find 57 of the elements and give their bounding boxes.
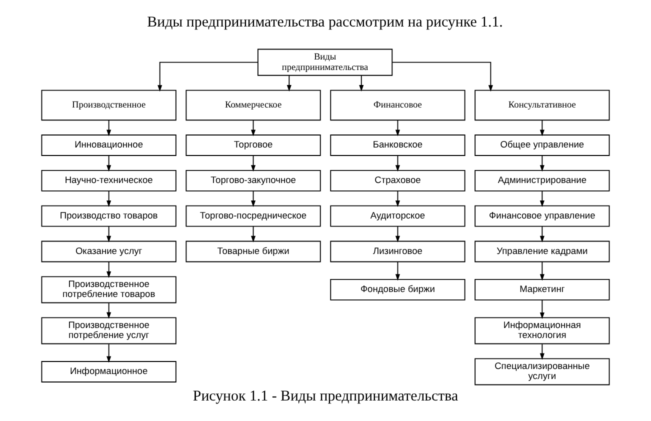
arrow: [395, 155, 400, 172]
arrow: [250, 226, 256, 242]
node-box: Оказание услуг: [41, 240, 176, 262]
node-box: Специализированные услуги: [474, 358, 610, 386]
node-box: Виды предпринимательства: [257, 48, 393, 76]
node-box: Торгово-посредническое: [186, 205, 321, 227]
arrow: [106, 344, 112, 363]
node-box: Инновационное: [41, 134, 176, 156]
arrow: [540, 120, 544, 136]
node-box: Информационная технология: [474, 317, 610, 344]
node-box: Товарные биржи: [186, 240, 321, 262]
node-box: Финансовое: [330, 90, 466, 121]
node-box: Фондовые биржи: [330, 279, 466, 300]
caption: Рисунок 1.1 - Виды предпринимательства: [192, 388, 458, 404]
node-box: Лизинговое: [330, 240, 466, 262]
node-box: Управление кадрами: [474, 240, 610, 262]
arrow: [106, 261, 112, 278]
node-box: Аудиторское: [330, 205, 466, 227]
arrow: [106, 155, 112, 172]
node-box: Производственное: [41, 90, 176, 121]
arrow: [540, 226, 544, 242]
arrow: [250, 120, 256, 136]
node-box: Администрирование: [474, 170, 610, 192]
arrow: [158, 62, 258, 92]
arrow: [106, 190, 112, 208]
arrow: [540, 155, 544, 172]
arrow: [395, 226, 400, 242]
arrow: [106, 120, 112, 136]
node-box: Финансовое управление: [474, 205, 610, 227]
arrow: [106, 302, 112, 319]
arrow: [395, 261, 400, 281]
arrow: [359, 74, 364, 92]
node-box: Коммерческое: [186, 90, 321, 121]
arrow: [250, 155, 256, 172]
diagram-title: Виды предпринимательства рассмотрим на рисунке 1.1.: [147, 14, 503, 31]
node-box: Научно-техническое: [41, 170, 176, 192]
arrow: [540, 344, 544, 360]
node-box: Производственное потребление услуг: [41, 317, 176, 344]
arrow: [540, 261, 544, 281]
node-box: Банковское: [330, 134, 466, 156]
node-box: Маркетинг: [474, 279, 610, 300]
node-box: Производство товаров: [41, 205, 176, 227]
arrow: [540, 190, 544, 208]
node-box: Торгово-закупочное: [186, 170, 321, 192]
node-box: Страховое: [330, 170, 466, 192]
node-box: Производственное потребление товаров: [41, 276, 176, 304]
arrow: [250, 190, 256, 208]
arrow: [392, 62, 493, 92]
node-box: Общее управление: [474, 134, 610, 156]
arrow: [395, 120, 400, 136]
node-box: Торговое: [186, 134, 321, 156]
node-box: Консультативное: [474, 90, 610, 121]
node-box: Информационное: [41, 361, 176, 382]
arrow: [540, 300, 544, 319]
arrow: [106, 226, 112, 242]
arrow: [395, 190, 400, 208]
arrow: [286, 74, 292, 92]
